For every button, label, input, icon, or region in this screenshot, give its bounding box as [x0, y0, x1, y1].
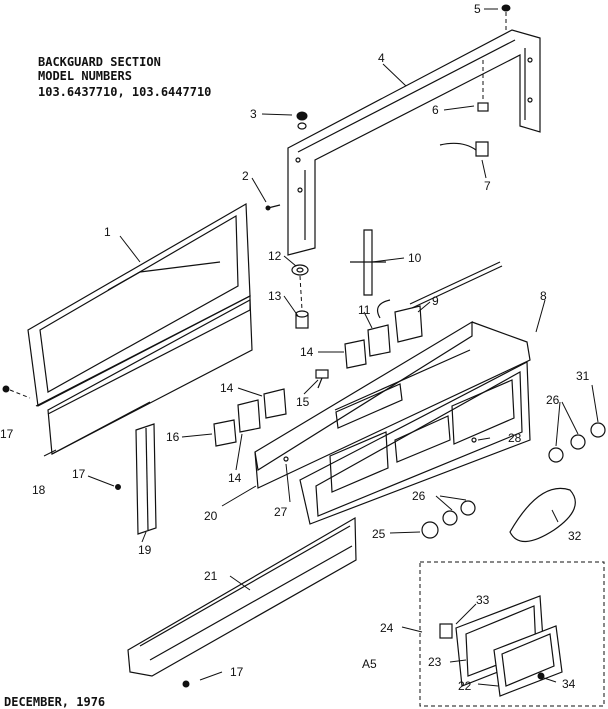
callout-31: 31 — [576, 369, 590, 383]
part-15-lamp — [315, 369, 329, 389]
part-14-switch-mid — [263, 388, 287, 419]
part-10-bracket — [350, 229, 386, 296]
part-4-top-trim — [287, 29, 541, 256]
part-5-screw — [501, 4, 511, 12]
knob-26-center-1 — [442, 510, 458, 526]
callout-1: 1 — [104, 225, 111, 239]
part-17-screw-left — [2, 385, 10, 393]
part-14-switch-lower — [237, 399, 261, 433]
part-7-wire-clip — [439, 141, 489, 157]
part-13-spacer — [295, 310, 309, 329]
callout-4: 4 — [378, 51, 385, 65]
part-6-clip — [477, 102, 489, 112]
callout-13: 13 — [268, 289, 282, 303]
callout-10: 10 — [408, 251, 422, 265]
callout-27: 27 — [274, 505, 288, 519]
part-21-lower-trim — [127, 516, 357, 677]
callout-15: 15 — [296, 395, 310, 409]
inset-box-24 — [419, 561, 605, 707]
callout-12: 12 — [268, 249, 282, 263]
part-1-backguard-panel — [27, 202, 251, 415]
callout-17-mid: 17 — [72, 467, 86, 481]
header-model-numbers: 103.6437710, 103.6447710 — [38, 85, 211, 99]
header-model-label: MODEL NUMBERS — [38, 69, 132, 83]
part-12-washer — [291, 264, 309, 276]
callout-34: 34 — [562, 677, 576, 691]
callout-16: 16 — [166, 430, 180, 444]
knob-26-right-2 — [570, 434, 586, 450]
callout-7: 7 — [484, 179, 491, 193]
callout-26-right: 26 — [546, 393, 560, 407]
callout-25: 25 — [372, 527, 386, 541]
part-33-clock-knob — [439, 623, 453, 639]
callout-20: 20 — [204, 509, 218, 523]
callout-5: 5 — [474, 2, 481, 16]
knob-26-center-2 — [460, 500, 476, 516]
callout-19: 19 — [138, 543, 152, 557]
knob-25 — [421, 521, 439, 539]
callout-11: 11 — [358, 303, 371, 317]
part-11-switch — [367, 324, 391, 357]
part-3-nut — [296, 111, 308, 130]
part-16-switch — [213, 419, 237, 447]
callout-labels: 1 2 3 4 5 6 7 8 9 10 11 12 13 14 14 14 1… — [0, 2, 590, 693]
part-8-control-panel — [254, 320, 531, 525]
callout-6: 6 — [432, 103, 439, 117]
callout-22: 22 — [458, 679, 472, 693]
part-2-screw — [265, 204, 281, 211]
inset-label: A5 — [362, 657, 377, 671]
knob-31 — [590, 422, 606, 438]
part-17-screw-mid — [115, 484, 121, 490]
callout-21: 21 — [204, 569, 218, 583]
callout-23: 23 — [428, 655, 442, 669]
part-34-screw — [537, 672, 545, 680]
callout-8: 8 — [540, 289, 547, 303]
part-9-switch — [377, 261, 503, 343]
callout-14-upper: 14 — [300, 345, 314, 359]
part-12-13-dashline — [299, 275, 303, 311]
callout-9: 9 — [432, 294, 439, 308]
part-27-screw — [283, 456, 289, 462]
callout-24: 24 — [380, 621, 394, 635]
part-14-switch-upper — [344, 339, 367, 369]
callout-3: 3 — [250, 107, 257, 121]
callout-33: 33 — [476, 593, 490, 607]
part-17-screw-bottom — [182, 680, 190, 688]
part-19-side-bracket — [135, 423, 157, 535]
knob-26-right-1 — [548, 447, 564, 463]
callout-14-mid: 14 — [220, 381, 234, 395]
leader-lines — [43, 8, 599, 687]
callout-14-lower: 14 — [228, 471, 242, 485]
callout-2: 2 — [242, 169, 249, 183]
part-17-dashline-left — [9, 389, 31, 399]
callout-26-center: 26 — [412, 489, 426, 503]
callout-17-bottom: 17 — [230, 665, 244, 679]
callout-17-left: 17 — [0, 427, 14, 441]
callout-32: 32 — [568, 529, 582, 543]
part-32-gasket — [509, 487, 576, 543]
part-18-lower-channel — [47, 299, 253, 455]
callout-28: 28 — [508, 431, 522, 445]
callout-18: 18 — [32, 483, 46, 497]
part-28-screw — [471, 437, 477, 443]
footer-date: DECEMBER, 1976 — [4, 695, 105, 709]
header-title: BACKGUARD SECTION — [38, 55, 161, 69]
